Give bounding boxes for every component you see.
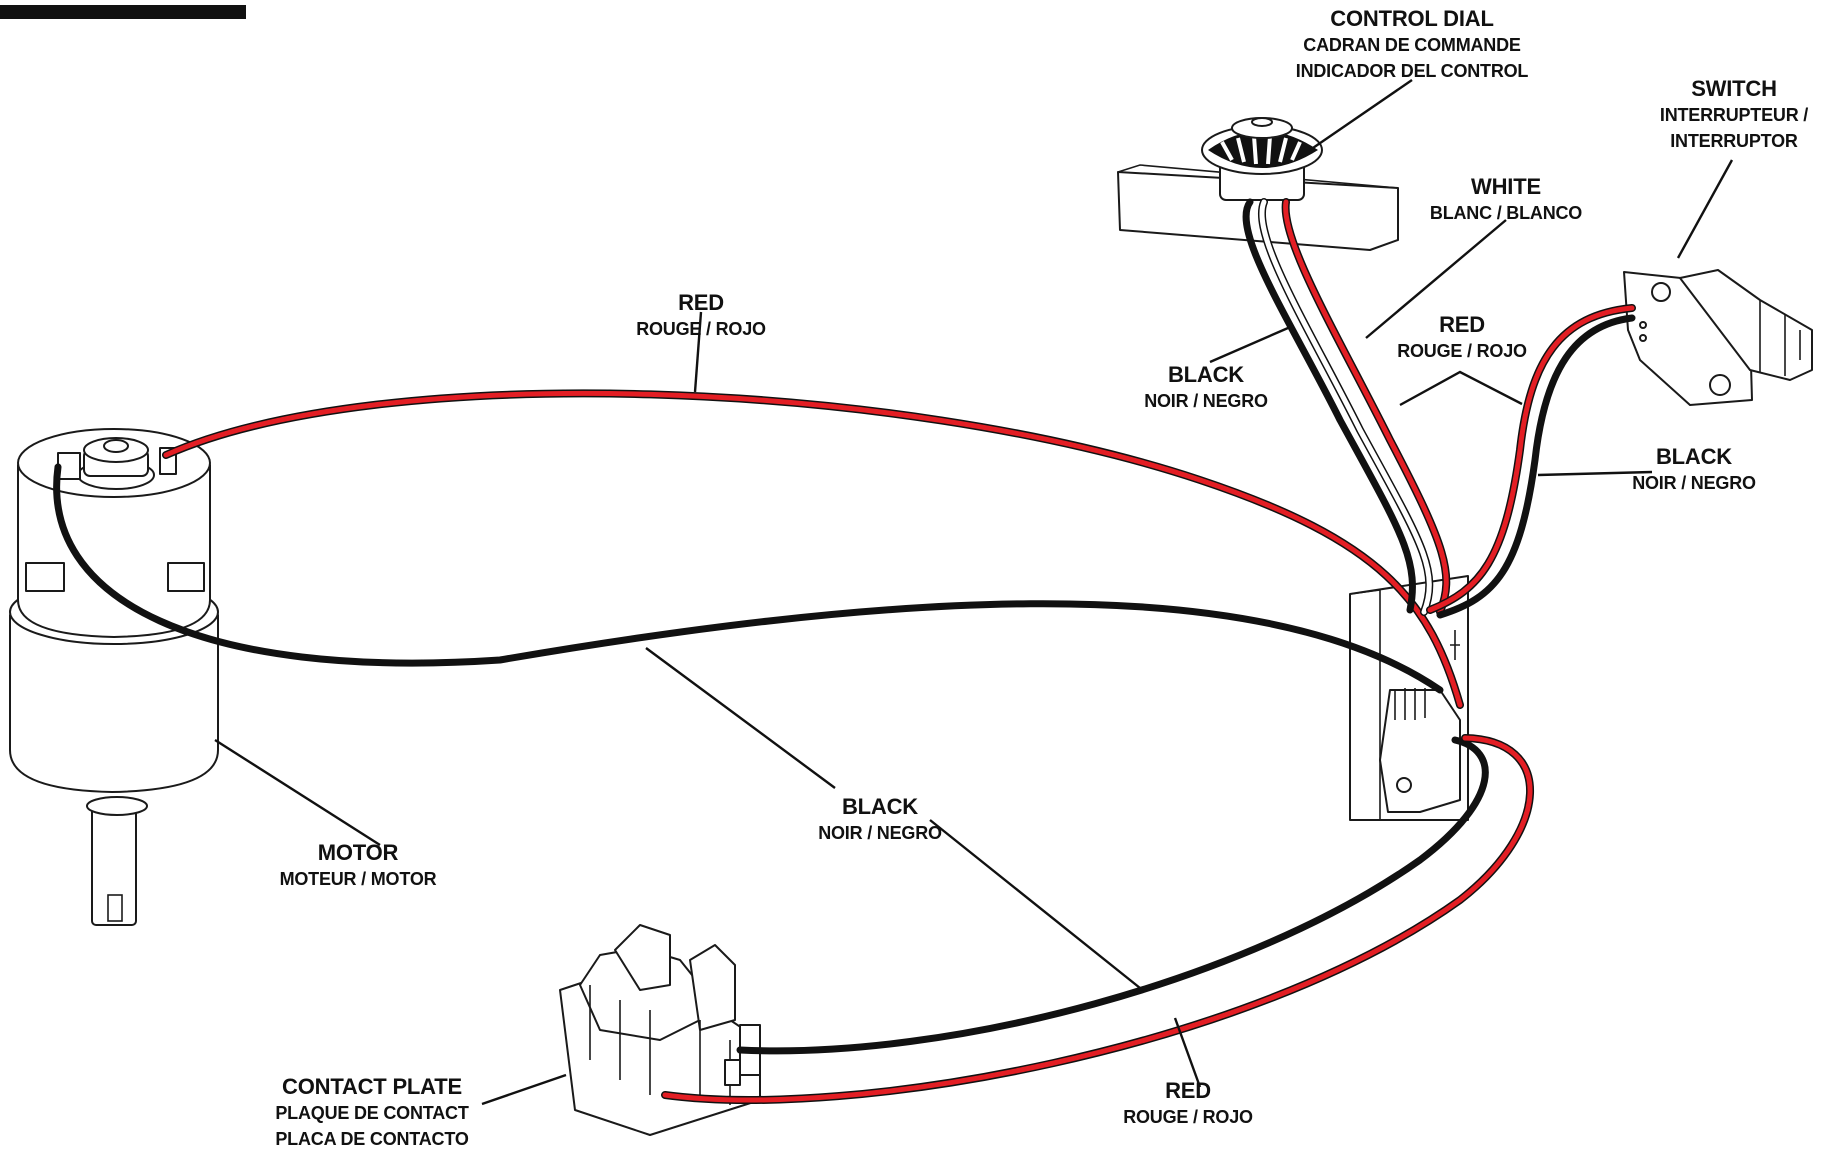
leader-contact-plate (481, 1073, 567, 1106)
label-white: WHITE BLANC / BLANCO (1430, 174, 1582, 226)
label-black-dial-en: BLACK (1167, 362, 1244, 387)
leader-black-center (645, 647, 1141, 989)
label-contact-plate: CONTACT PLATE PLAQUE DE CONTACT PLACA DE… (275, 1074, 468, 1152)
black-wire-plate (736, 736, 1489, 1055)
label-red-bottom: RED ROUGE / ROJO (1123, 1078, 1253, 1130)
label-switch: SWITCH INTERRUPTEUR / INTERRUPTOR (1660, 76, 1808, 154)
label-red-top: RED ROUGE / ROJO (636, 290, 766, 342)
red-wire-motor (162, 389, 1464, 709)
label-red-right-fr-es: ROUGE / ROJO (1397, 341, 1527, 361)
label-black-center: BLACK NOIR / NEGRO (818, 794, 942, 846)
label-red-bottom-fr-es: ROUGE / ROJO (1123, 1107, 1253, 1127)
leader-black-switch (1537, 470, 1653, 477)
label-switch-es: INTERRUPTOR (1670, 131, 1798, 151)
label-black-dial-fr-es: NOIR / NEGRO (1144, 391, 1268, 411)
black-wire-dial (1242, 198, 1416, 614)
label-contact-plate-fr: PLAQUE DE CONTACT (275, 1103, 469, 1123)
label-black-switch-fr-es: NOIR / NEGRO (1632, 473, 1756, 493)
control-dial (1117, 117, 1399, 251)
label-white-fr-es: BLANC / BLANCO (1429, 203, 1583, 223)
label-contact-plate-en: CONTACT PLATE (282, 1074, 462, 1099)
label-red-top-en: RED (678, 290, 724, 315)
label-switch-en: SWITCH (1691, 76, 1777, 101)
leader-red-right (1399, 370, 1523, 407)
leader-red-bottom (1173, 1017, 1202, 1088)
leader-motor (214, 738, 381, 847)
label-motor-en: MOTOR (317, 840, 399, 865)
label-black-center-fr-es: NOIR / NEGRO (818, 823, 942, 843)
leader-switch (1676, 159, 1734, 259)
label-motor: MOTOR MOTEUR / MOTOR (280, 840, 437, 892)
label-red-right-en: RED (1439, 312, 1485, 337)
label-black-dial: BLACK NOIR / NEGRO (1144, 362, 1268, 414)
leader-black-dial (1209, 326, 1289, 364)
black-wire-switch (1436, 314, 1636, 619)
label-control-dial-es: INDICADOR DEL CONTROL (1295, 61, 1529, 81)
label-contact-plate-es: PLACA DE CONTACTO (275, 1129, 469, 1149)
leader-control-dial (1309, 79, 1413, 151)
leader-red-top (693, 311, 703, 393)
label-control-dial-en: CONTROL DIAL (1330, 6, 1494, 31)
header-bar (0, 5, 246, 19)
center-housing (1349, 575, 1469, 821)
motor (9, 428, 219, 926)
label-red-bottom-en: RED (1165, 1078, 1211, 1103)
label-red-right: RED ROUGE / ROJO (1397, 312, 1527, 364)
label-control-dial-fr: CADRAN DE COMMANDE (1303, 35, 1521, 55)
label-switch-fr: INTERRUPTEUR / (1659, 105, 1809, 125)
label-control-dial: CONTROL DIAL CADRAN DE COMMANDE INDICADO… (1295, 6, 1529, 84)
leader-white (1365, 219, 1507, 339)
switch (1623, 269, 1813, 406)
label-red-top-fr-es: ROUGE / ROJO (636, 319, 766, 339)
label-black-switch-en: BLACK (1655, 444, 1732, 469)
label-black-switch: BLACK NOIR / NEGRO (1632, 444, 1756, 496)
label-white-en: WHITE (1471, 174, 1541, 199)
label-motor-fr-es: MOTEUR / MOTOR (279, 869, 437, 889)
black-wire-motor (53, 463, 1444, 694)
label-black-center-en: BLACK (841, 794, 918, 819)
